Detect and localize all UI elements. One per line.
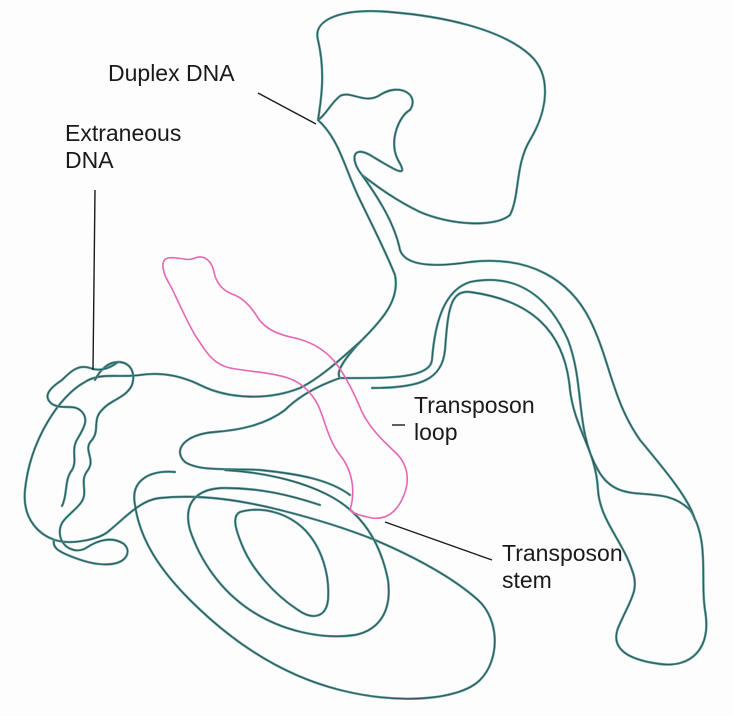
duplex-dna-leader [258, 93, 316, 124]
duplex-strand-core [54, 362, 134, 564]
duplex-strand-core [235, 510, 328, 616]
transposon-loop-label-line1: Transposon [414, 392, 535, 419]
duplex-dna-top-loop [317, 11, 545, 223]
transposon-stem-label-line1: Transposon [502, 540, 623, 567]
duplex-dna-inner-body [188, 470, 389, 636]
extraneous-dna-wiggle [54, 362, 134, 564]
extraneous-dna-strand [47, 362, 133, 564]
transposon-loop-label-line2: loop [414, 419, 535, 446]
duplex-dna-strand [25, 11, 707, 699]
duplex-dna-inner-right [362, 175, 695, 520]
duplex-dna-innermost-loop [235, 510, 328, 616]
extraneous-dna-label: Extraneous DNA [65, 120, 181, 174]
transposon-stem-label-line2: stem [502, 567, 623, 594]
extraneous-dna-leader [93, 190, 95, 370]
transposon-stem-label: Transposon stem [502, 540, 623, 594]
duplex-dna-label: Duplex DNA [108, 60, 235, 87]
duplex-strand-core [362, 175, 695, 520]
extraneous-dna-label-line1: Extraneous [65, 120, 181, 147]
extraneous-dna-label-line2: DNA [65, 147, 181, 174]
transposon-stem-leader [385, 522, 492, 560]
transposon-loop-label: Transposon loop [414, 392, 535, 446]
